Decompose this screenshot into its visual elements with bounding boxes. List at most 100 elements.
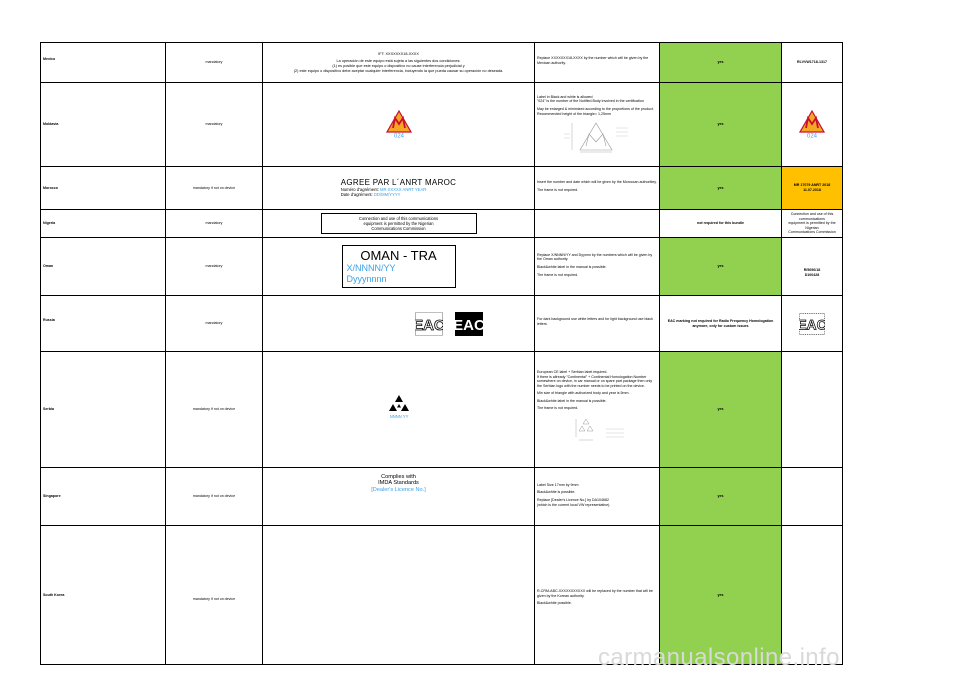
status-cell: yes xyxy=(659,42,782,83)
notes-cell xyxy=(534,209,660,238)
oman-label: OMAN - TRA X/NNNN/YY Dyyynnnn xyxy=(341,245,456,288)
table-row: Moldavia mandatory 024 Label in Black an… xyxy=(40,82,843,167)
dimension-drawing xyxy=(575,418,624,441)
table-row: Russia mandatory EAC EAC For dark backgr… xyxy=(40,295,843,352)
singapore-label-line2: IMDA Standards xyxy=(378,480,419,487)
country-cell: Mexico xyxy=(40,42,166,83)
morocco-label: AGREE PAR L´ANRT MAROC Numéro d'agrément… xyxy=(341,178,457,197)
certificate-cell xyxy=(781,467,843,526)
approval-number-value: MR XXXXX ANRT YEAR xyxy=(379,187,427,193)
oman-label-title: OMAN - TRA xyxy=(360,248,437,263)
table-row: Oman mandatory OMAN - TRA X/NNNN/YY Dyyy… xyxy=(40,237,843,296)
requirement-cell: mandatory if not on device xyxy=(165,467,263,526)
note-text: Black&white is possible. xyxy=(537,490,576,495)
certificate-cell: EAC xyxy=(781,295,843,352)
sample-cell: 024 xyxy=(262,82,535,167)
watermark: carmanualsonline.info xyxy=(598,644,840,671)
sample-cell: AGREE PAR L´ANRT MAROC Numéro d'agrément… xyxy=(262,166,535,210)
table-row: Serbia mandatory if not on device NNNN Y… xyxy=(40,351,843,468)
note-text: Replace X/NNNN/YY and Dyynnn by the numb… xyxy=(537,252,653,262)
note-text: Black&white possible. xyxy=(537,601,572,606)
requirement-cell: mandatory if not on device xyxy=(165,166,263,210)
oman-label-dealer: Dyyynnnn xyxy=(346,274,387,284)
note-text: Label in Black and white is allowed "024… xyxy=(537,94,644,104)
table-row: Morocco mandatory if not on device AGREE… xyxy=(40,166,843,210)
notes-cell: R-CRM-ABC-XXXXXXXXXXX will be replaced b… xyxy=(534,525,660,665)
requirement-cell: mandatory if not on device xyxy=(165,525,263,665)
country-cell: Oman xyxy=(40,237,166,296)
sample-cell xyxy=(262,525,535,665)
logo-number: 024 xyxy=(393,133,404,138)
sample-cell: Complies with IMDA Standards [Dealer's L… xyxy=(262,467,535,526)
status-cell: yes xyxy=(659,351,782,468)
status-cell: yes xyxy=(659,467,782,526)
status-cell: not required for this bundle xyxy=(659,209,782,238)
mexico-text-line: (2) este equipo o dispositivo debe acept… xyxy=(293,68,504,73)
logo-number: 024 xyxy=(807,133,818,138)
sample-cell: NNNN YY xyxy=(262,351,535,468)
eac-text: EAC xyxy=(455,317,483,334)
moldova-conformity-logo: 024 xyxy=(798,109,826,139)
country-cell: Morocco xyxy=(40,166,166,210)
certificate-cell: MR 17079 ANRT 2018 11.07.2018 xyxy=(781,166,843,210)
notes-cell: Replace XXXXXXX18-XXXX by the number whi… xyxy=(534,42,660,83)
requirement-cell: mandatory if not on device xyxy=(165,351,263,468)
note-text: Black&white label in the manual is possi… xyxy=(537,265,607,269)
note-text: European CE label + Serbian label requir… xyxy=(537,369,653,388)
sample-cell: EAC EAC xyxy=(262,295,535,352)
requirement-cell: mandatory xyxy=(165,237,263,296)
notes-cell: Replace X/NNNN/YY and Dyynnn by the numb… xyxy=(534,237,660,296)
certificate-cell: 024 xyxy=(781,82,843,167)
morocco-label-title: AGREE PAR L´ANRT MAROC xyxy=(340,178,457,188)
note-text: Replace [Dealer's Licence No.] by DA1046… xyxy=(537,498,611,507)
mexico-text-line: (1) es posible que este equipo o disposi… xyxy=(332,64,465,68)
certificate-cell xyxy=(781,525,843,665)
status-cell: yes xyxy=(659,525,782,665)
certificate-cell: Connection and use of this communication… xyxy=(781,209,843,238)
note-text: Insert the number and date which will be… xyxy=(537,180,657,185)
note-text: R-CRM-ABC-XXXXXXXXXXX will be replaced b… xyxy=(537,589,653,598)
note-text: For dark background use white letters an… xyxy=(537,317,653,326)
status-cell: EAC marking not required for Radio Frequ… xyxy=(659,295,782,352)
note-text: The frame is not required. xyxy=(537,406,579,411)
requirement-cell: mandatory xyxy=(165,42,263,83)
requirement-cell: mandatory xyxy=(165,295,263,352)
country-cell: Russia xyxy=(40,295,166,352)
mexico-text-line: La operación de este equipo está sujeta … xyxy=(336,59,461,64)
note-text: May be enlarged & minimized according to… xyxy=(537,107,654,116)
eac-solid-logo: EAC xyxy=(453,311,485,336)
approval-date-value: DD/MM/YYYY xyxy=(373,192,401,198)
note-text: Replace XXXXXXX18-XXXX by the number whi… xyxy=(537,56,649,65)
note-text: Label Size 17mm by 9mm xyxy=(537,482,579,487)
certificate-cell xyxy=(781,351,843,468)
mexico-ift-line: IFT: XXXXXXX18-XXXX xyxy=(378,51,419,56)
notes-cell: For dark background use white letters an… xyxy=(534,295,660,352)
country-cell: Singapore xyxy=(40,467,166,526)
notes-cell: Label in Black and white is allowed "024… xyxy=(534,82,660,167)
requirement-cell: mandatory xyxy=(165,82,263,167)
eac-outline-logo: EAC xyxy=(413,311,445,336)
singapore-label-line3: [Dealer's Licence No.] xyxy=(371,486,426,493)
table-row: South Korea mandatory if not on device R… xyxy=(40,525,843,665)
certificate-cell: RLVVW1718-1317 xyxy=(781,42,843,83)
country-cell: Moldavia xyxy=(40,82,166,167)
sample-cell: Connection and use of this communication… xyxy=(262,209,535,238)
moldova-conformity-logo: 024 xyxy=(385,109,412,139)
certificate-cell: R/5696/18 D100428 xyxy=(781,237,843,296)
requirement-cell: mandatory xyxy=(165,209,263,238)
sample-cell: OMAN - TRA X/NNNN/YY Dyyynnnn xyxy=(262,237,535,296)
status-cell: yes xyxy=(659,237,782,296)
table-row: Nigeria mandatory Connection and use of … xyxy=(40,209,843,238)
dimension-drawing xyxy=(564,122,628,153)
note-text: Min size of triangle with authorized bod… xyxy=(537,391,630,396)
logo-number: NNNN YY xyxy=(389,414,408,419)
homologation-table: Mexico mandatory IFT: XXXXXXX18-XXXX La … xyxy=(40,42,843,665)
notes-cell: Label Size 17mm by 9mm Black&white is po… xyxy=(534,467,660,526)
singapore-label-line1: Complies with xyxy=(381,474,416,480)
status-cell: yes xyxy=(659,166,782,210)
country-cell: South Korea xyxy=(40,525,166,665)
status-cell: yes xyxy=(659,82,782,167)
nigeria-label: Connection and use of this communication… xyxy=(320,213,477,234)
table-row: Mexico mandatory IFT: XXXXXXX18-XXXX La … xyxy=(40,42,843,83)
serbian-triangle-logo: NNNN YY xyxy=(388,394,409,419)
